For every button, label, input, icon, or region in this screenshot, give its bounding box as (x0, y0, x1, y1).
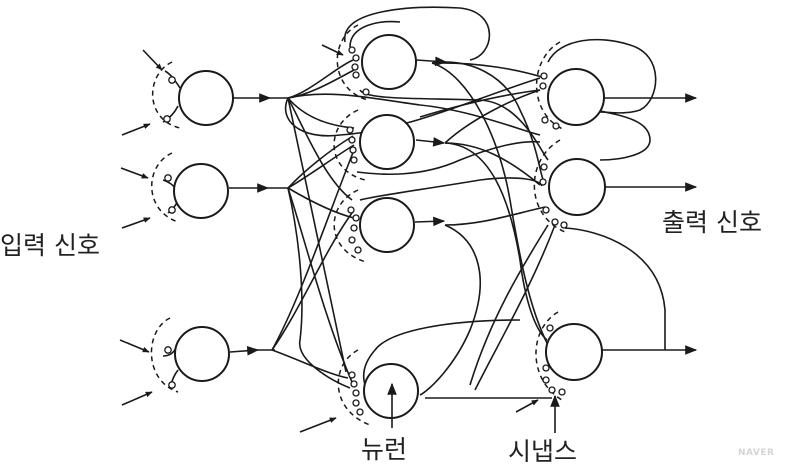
output-neuron-1 (547, 68, 605, 126)
input-neuron-1 (178, 70, 234, 126)
synapse-label: 시냅스 (508, 437, 577, 466)
output-arrows (602, 93, 698, 355)
connection-wires (271, 6, 666, 399)
input-neuron-3 (174, 326, 230, 382)
input-signal-label: 입력 신호 (0, 231, 100, 260)
output-neuron-2 (548, 158, 606, 216)
naver-watermark: NAVER (738, 448, 774, 458)
hidden-neuron-1 (361, 34, 417, 90)
hidden-neuron-2 (359, 114, 415, 170)
synapse-terminals (163, 46, 568, 416)
neuron-label: 뉴런 (361, 435, 407, 464)
hidden-neuron-3 (359, 197, 415, 253)
label-pointers (387, 382, 560, 433)
output-neuron-3 (545, 323, 603, 381)
input-neuron-2 (173, 163, 229, 219)
input-arrows (119, 44, 539, 433)
inter-layer-arrows (229, 56, 448, 356)
output-signal-label: 출력 신호 (662, 208, 762, 237)
hidden-neuron-4 (363, 363, 419, 419)
neurons (173, 34, 606, 419)
